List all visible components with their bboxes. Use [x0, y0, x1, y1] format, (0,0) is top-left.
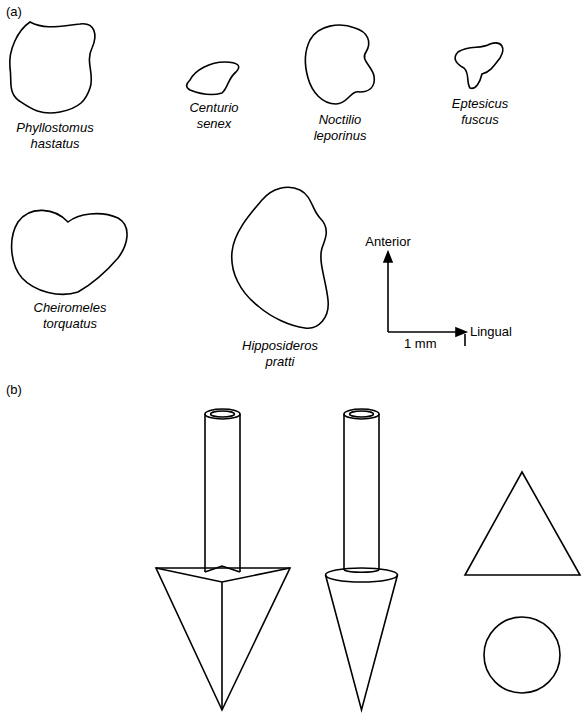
tooth-outline: [305, 25, 374, 104]
scale-tick: [464, 334, 466, 346]
conical-drill: [326, 409, 398, 710]
arrow-head: [384, 252, 392, 262]
tooth-outline: [12, 210, 127, 294]
species-name: Phyllostomus hastatus: [16, 120, 93, 151]
species-name: Noctilio leporinus: [314, 112, 367, 143]
triangle-section: [465, 472, 580, 575]
triangular-drill: [156, 409, 290, 710]
species-name: Hipposideros pratti: [242, 338, 318, 369]
species-name: Cheiromeles torquatus: [34, 300, 107, 331]
scale-label: 1 mm: [404, 336, 437, 352]
species-name: Centurio senex: [189, 100, 238, 131]
tooth-outline: [187, 62, 239, 94]
axis-line: [388, 331, 458, 333]
axis-line: [387, 258, 389, 332]
panel-label: (b): [6, 382, 22, 398]
tooth-outline: [232, 187, 328, 328]
panel-label: (a): [6, 4, 22, 20]
species-name: Eptesicus fuscus: [452, 96, 508, 127]
axis-label: Lingual: [470, 324, 512, 340]
axis-label: Anterior: [365, 234, 411, 250]
tooth-outline: [455, 43, 503, 88]
circle-section: [484, 617, 560, 693]
tooth-outline: [10, 22, 95, 113]
